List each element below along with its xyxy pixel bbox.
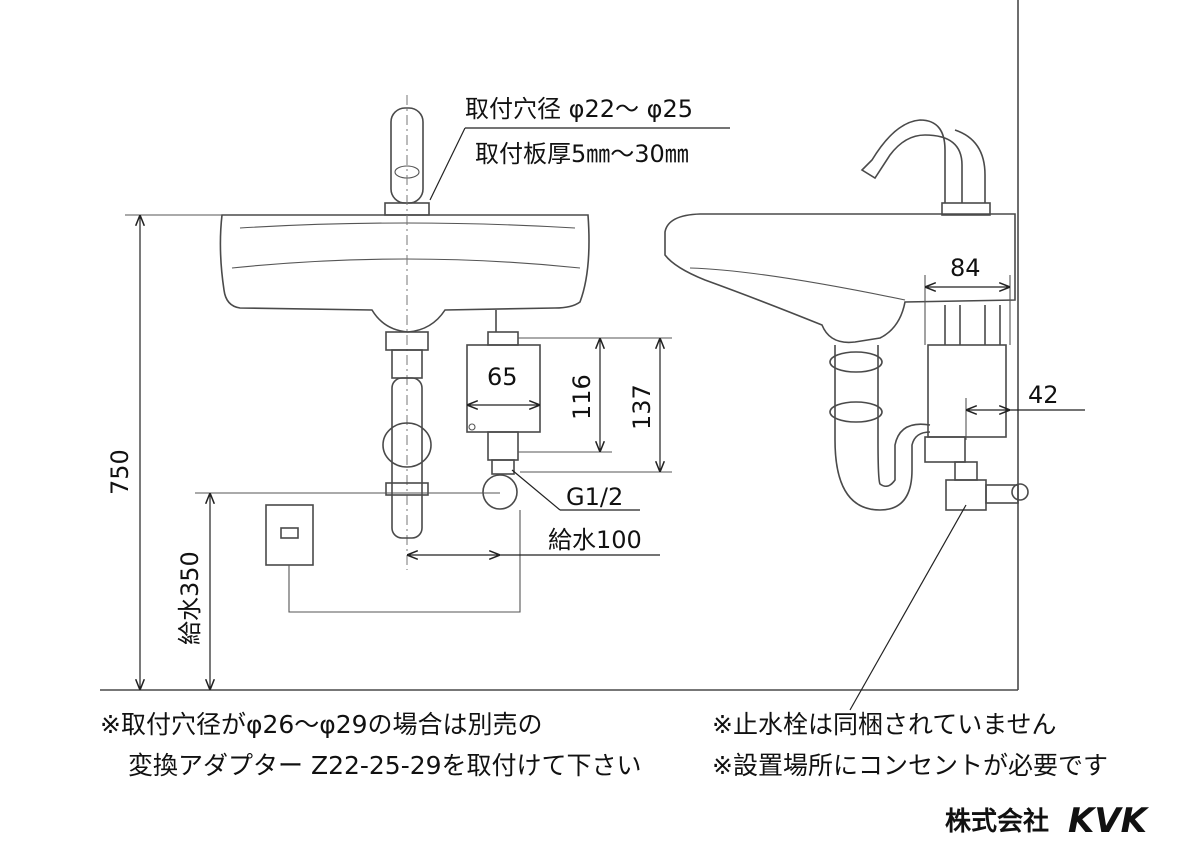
company-logo-prefix: 株式会社 [945,806,1049,837]
side-basin [664,213,1016,344]
side-faucet [860,119,963,203]
front-basin [219,214,590,333]
thread-label: G1/2 [566,483,623,511]
power-outlet [265,504,314,566]
note-left-2: 変換アダプター Z22-25-29を取付けて下さい [128,751,642,780]
dim-137: 137 [628,384,656,430]
note-right-2: ※設置場所にコンセントが必要です [712,751,1108,780]
dim-supply-350: 給水350 [176,551,204,645]
side-view [664,119,1029,711]
plate-thickness-label: 取付板厚5㎜～30㎜ [475,140,689,168]
dim-65: 65 [487,363,518,391]
dim-supply-100: 給水100 [548,526,642,554]
front-view [219,95,590,613]
dim-116: 116 [568,374,596,420]
dim-42: 42 [1028,381,1059,409]
dim-750: 750 [106,449,134,495]
company-logo-kvk: KVK [1068,801,1150,841]
mount-hole-label: 取付穴径 φ22～ φ25 [465,95,693,123]
note-right-1: ※止水栓は同梱されていません [712,710,1056,739]
note-left-1: ※取付穴径がφ26～φ29の場合は別売の [100,710,543,739]
dim-84: 84 [950,254,981,282]
